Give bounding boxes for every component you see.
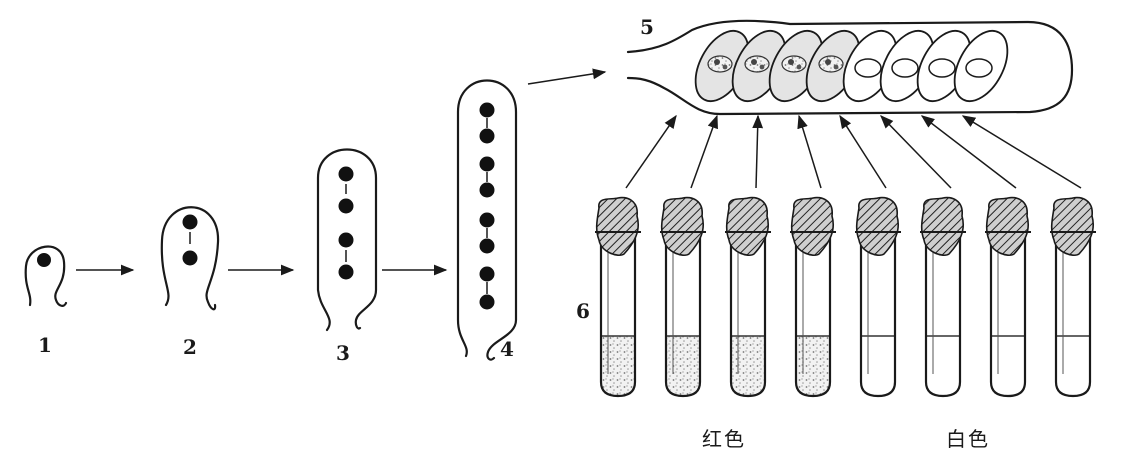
stage-4-cell	[456, 79, 518, 361]
arrow-4-5	[527, 68, 607, 85]
culture-tube-7	[985, 196, 1031, 398]
mature-ascus	[626, 19, 1074, 116]
stage-2-label: 2	[183, 335, 197, 359]
culture-tube-2	[660, 196, 706, 398]
culture-tube-6	[920, 196, 966, 398]
arrow-tube-2	[690, 114, 718, 189]
red-caption: 红色	[702, 427, 746, 451]
tubes-label: 6	[576, 299, 590, 323]
stage-4-label: 4	[500, 337, 514, 361]
culture-tube-5	[855, 196, 901, 398]
arrow-tube-8	[961, 115, 1082, 189]
culture-tube-8	[1050, 196, 1096, 398]
arrow-tube-6	[880, 115, 952, 189]
ascospore-8	[953, 29, 1009, 103]
arrow-tube-5	[839, 114, 887, 189]
culture-tube-4	[790, 196, 836, 398]
spore-row	[694, 29, 1009, 103]
stage-1-label: 1	[38, 333, 52, 357]
stage-1-cell	[24, 245, 68, 307]
stage-2-cell	[160, 206, 220, 311]
arrow-tube-1	[625, 114, 677, 189]
culture-tube-1	[595, 196, 641, 398]
white-caption: 白色	[946, 427, 990, 451]
arrow-tube-4	[797, 114, 822, 189]
stage-3-label: 3	[336, 341, 350, 365]
ascus-label: 5	[640, 15, 654, 39]
culture-tubes	[595, 196, 1096, 398]
arrow-tube-3	[752, 114, 764, 189]
arrow-tube-7	[920, 115, 1017, 189]
arrows-to-spores	[625, 114, 1082, 189]
culture-tube-3	[725, 196, 771, 398]
stage-3-cell	[316, 148, 378, 332]
